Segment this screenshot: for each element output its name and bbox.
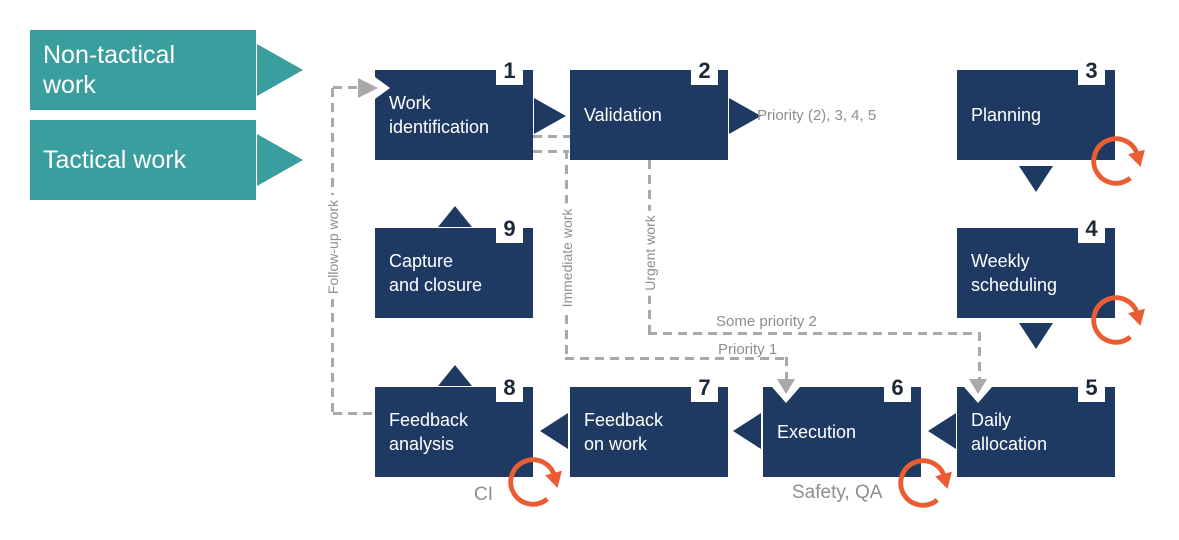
arrow-into-work-identification-icon: [358, 78, 378, 98]
connector-priority-1: [565, 357, 788, 360]
connector-priority-1-drop: [785, 357, 788, 381]
legend-arrow-icon: [257, 44, 303, 96]
refresh-icon-feedback-analysis: [508, 457, 562, 507]
label-safety-qa: Safety, QA: [792, 482, 883, 503]
box-number-badge: 6: [884, 374, 911, 402]
connector-follow-up-top: [333, 86, 359, 89]
down-arrow-weekly-scheduling-icon: [1019, 323, 1053, 349]
label-ci: CI: [474, 484, 493, 505]
refresh-icon-planning: [1091, 136, 1145, 186]
box-label: Weekly scheduling: [971, 250, 1058, 295]
box-number-badge: 5: [1078, 374, 1105, 402]
process-box-weekly-scheduling: 4 Weekly scheduling: [957, 215, 1115, 318]
box-label: Daily allocation: [971, 409, 1048, 454]
entry-notch: [375, 77, 390, 99]
connector-some-priority-2-drop: [978, 332, 981, 381]
box-number-badge: 4: [1078, 215, 1105, 243]
left-arrow-feedback-on-work-icon: [540, 413, 568, 449]
right-arrow-validation-out-icon: [729, 98, 761, 134]
legend-label: Tactical work: [43, 145, 187, 174]
label-urgent-work: Urgent work: [640, 210, 660, 296]
label-some-priority-2: Some priority 2: [716, 313, 817, 330]
left-arrow-daily-allocation-icon: [928, 413, 956, 449]
process-box-work-identification: 1 Work identification: [375, 57, 533, 160]
box-number-badge: 8: [496, 374, 523, 402]
label-priority-2-3-4-5: Priority (2), 3, 4, 5: [757, 107, 877, 124]
connector-immediate-start: [533, 150, 569, 153]
box-number-badge: 1: [496, 57, 523, 85]
arrow-into-daily-allocation-icon: [969, 379, 987, 394]
right-arrow-work-to-validation-icon: [534, 98, 566, 134]
legend-non-tactical-work: Non-tactical work: [30, 30, 256, 110]
box-number-badge: 2: [691, 57, 718, 85]
refresh-icon-weekly-scheduling: [1091, 295, 1145, 345]
box-number-badge: 7: [691, 374, 718, 402]
box-label: Feedback analysis: [389, 409, 469, 454]
box-label: Execution: [777, 421, 857, 442]
down-arrow-planning-icon: [1019, 166, 1053, 192]
box-label: Work identification: [389, 92, 490, 137]
legend-tactical-work: Tactical work: [30, 120, 256, 200]
box-label: Validation: [584, 104, 662, 125]
process-box-feedback-on-work: 7 Feedback on work: [570, 374, 728, 477]
label-priority-1: Priority 1: [718, 341, 778, 358]
connector-work-to-validation: [533, 135, 570, 138]
process-box-planning: 3 Planning: [957, 57, 1115, 160]
box-number-badge: 3: [1078, 57, 1105, 85]
box-label: Planning: [971, 104, 1042, 125]
box-label: Capture and closure: [389, 250, 483, 295]
box-number-badge: 9: [496, 215, 523, 243]
refresh-icon-execution: [898, 458, 952, 508]
arrow-into-execution-icon: [777, 379, 795, 394]
up-arrow-feedback-analysis-icon: [438, 365, 472, 386]
connector-follow-up-bottom: [333, 412, 377, 415]
box-label: Feedback on work: [584, 409, 664, 454]
label-immediate-work: Immediate work: [557, 203, 577, 313]
legend-label: Non-tactical work: [43, 40, 175, 100]
process-box-feedback-analysis: 8 Feedback analysis: [375, 374, 533, 477]
legend-arrow-icon: [257, 134, 303, 186]
process-box-validation: 2 Validation: [570, 57, 728, 160]
connector-some-priority-2: [648, 332, 981, 335]
up-arrow-capture-closure-icon: [438, 206, 472, 227]
left-arrow-execution-icon: [733, 413, 761, 449]
process-box-capture-and-closure: 9 Capture and closure: [375, 215, 533, 318]
label-follow-up-work: Follow-up work: [323, 194, 343, 300]
